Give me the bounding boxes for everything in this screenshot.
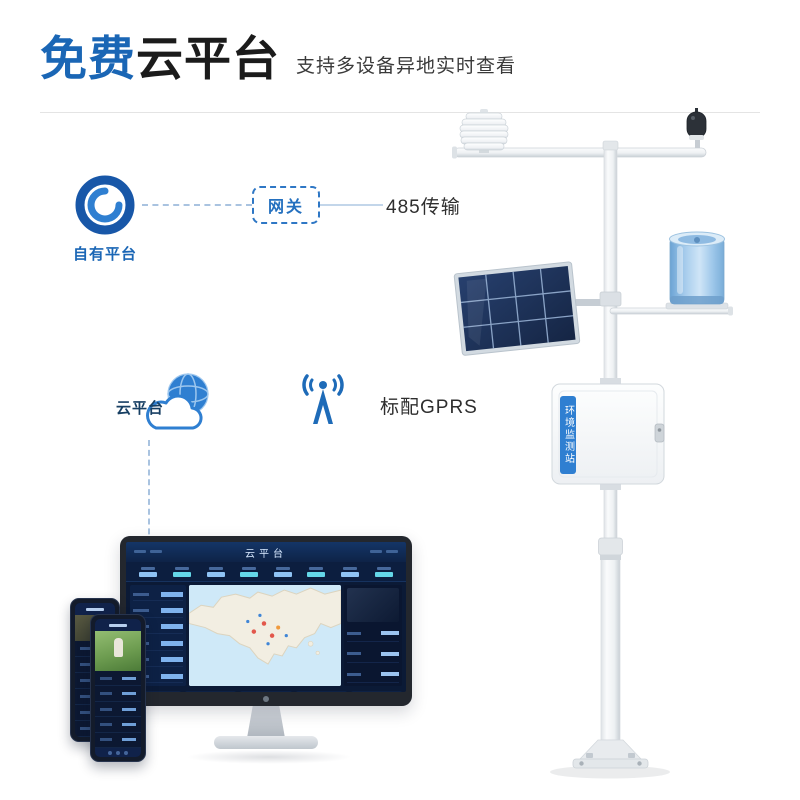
dashboard-map [189,585,341,687]
phone-photo-field [95,631,141,671]
connector-dashed-vertical [148,440,150,554]
rain-gauge [609,231,733,316]
phone-nav [95,748,141,757]
panel-row [347,645,399,663]
phone-front [90,614,146,762]
pole-lower-and-base [572,537,649,769]
phone-list-row [95,686,141,702]
dashboard-menu-left [134,550,162,553]
panel-row [347,666,399,684]
cloud-platform-group: 云平台 [96,370,214,438]
gprs-antenna-icon [302,374,344,424]
stat-cell [235,566,264,577]
stat-cell [336,566,365,577]
cloud-platform-label: 云平台 [116,400,165,417]
own-platform-icon [75,175,135,235]
phone-list-row [95,733,141,749]
bottom-stat-cell [185,691,237,692]
crossbar [452,140,707,159]
stat-cell [134,566,163,577]
wind-sensor [686,108,707,148]
monitor-shadow [186,750,352,764]
base-shadow [550,765,670,779]
own-platform-label: 自有平台 [72,246,137,263]
monitor: 云平台 [120,536,412,706]
phone-header [75,603,115,615]
panel-row [347,625,399,643]
person-figure [114,638,123,657]
dashboard-topbar: 云平台 [126,542,406,562]
title-highlight: 免费 [40,32,136,85]
panel-row [133,604,183,618]
brand-logo [263,696,269,702]
dashboard-right-panel [344,585,402,687]
gprs-label: 标配GPRS [380,397,478,418]
dashboard-title: 云平台 [245,548,287,560]
dashboard-stats-row [126,562,406,582]
dashboard-main [126,582,406,689]
header-divider [40,112,760,113]
weather-station-svg [452,108,733,779]
cloud-globe-icon [146,373,209,430]
solar-panel [453,261,622,356]
gateway-box: 网关 [252,186,320,224]
weather-station-illustration: 环境监测站 [440,108,790,784]
page-title: 免费云平台 [40,32,280,86]
phone-list-row [95,702,141,718]
phone-list [95,671,141,749]
bottom-stat-cell [130,691,182,692]
radiation-shield-sensor [459,109,509,153]
stat-cell [168,566,197,577]
transmission-label: 485传输 [386,197,461,218]
control-box [551,378,665,490]
stat-cell [302,566,331,577]
dashboard-screen: 云平台 [126,542,406,692]
panel-row [133,588,183,602]
dashboard-bottom-row [126,689,406,692]
page-header: 免费云平台 支持多设备异地实时查看 [40,32,516,86]
phone-list-row [95,671,141,687]
title-rest: 云平台 [136,32,280,85]
connector-line [320,204,383,206]
monitor-stand-base [214,736,318,749]
phone-list-row [95,717,141,733]
connector-dashed-line [142,204,252,206]
page-subtitle: 支持多设备异地实时查看 [296,56,517,78]
dashboard-menu-right [370,550,398,553]
bottom-stat-cell [240,691,292,692]
phone-front-screen [95,619,141,757]
china-map [189,585,341,687]
satellite-thumbnail [347,588,399,622]
phone-header [95,619,141,631]
stat-cell [201,566,230,577]
station-box-label: 环境监测站 [560,396,576,474]
bottom-stat-cell [295,691,347,692]
stat-cell [269,566,298,577]
stat-cell [369,566,398,577]
bottom-stat-cell [350,691,403,692]
monitor-stand-neck [247,704,285,738]
